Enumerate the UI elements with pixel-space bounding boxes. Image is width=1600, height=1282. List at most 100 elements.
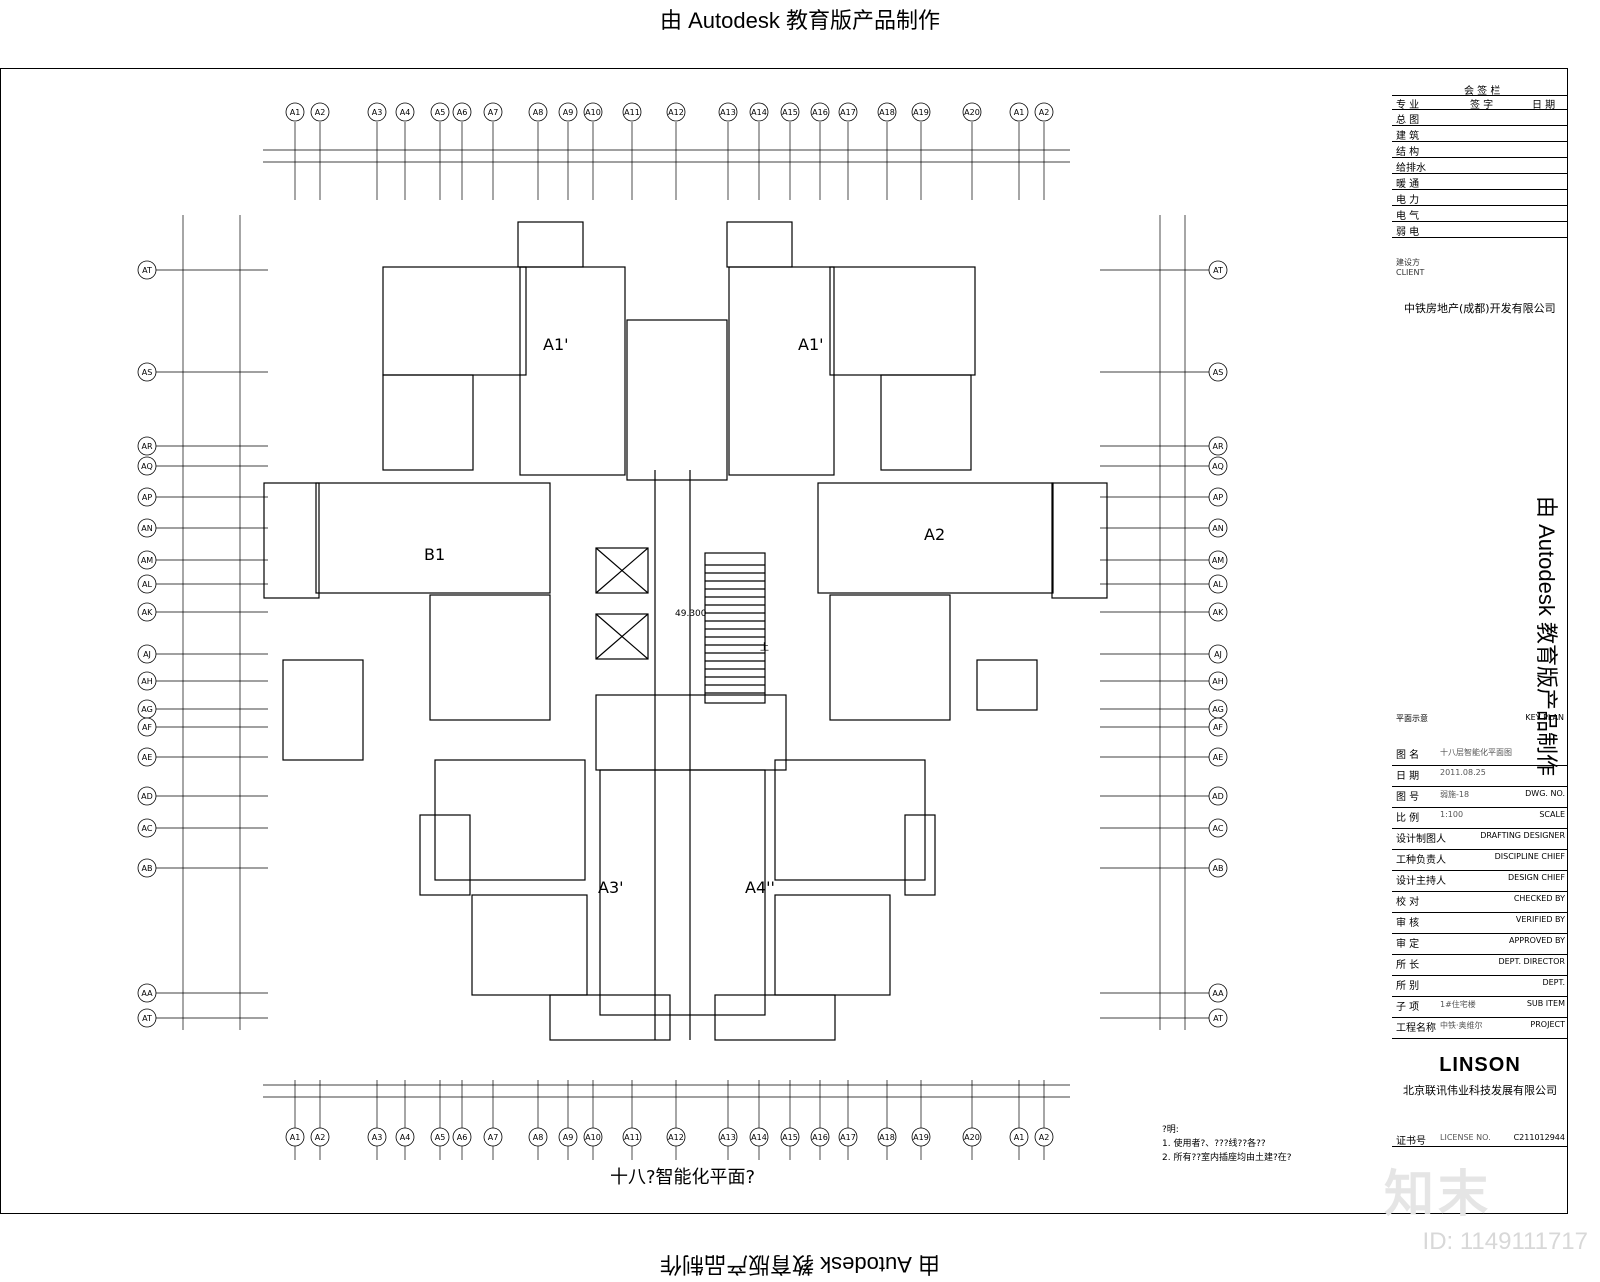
axis-bubble-label: A2	[315, 108, 326, 117]
axis-bubble-top	[452, 102, 472, 122]
axis-bubble-label: A5	[435, 1133, 446, 1142]
room-wall	[382, 266, 527, 376]
axis-bubble-label: A16	[812, 108, 828, 117]
elevator-wall	[595, 547, 649, 594]
axis-bubble-label: AT	[1213, 1014, 1223, 1023]
discipline-row: 电 气	[1392, 205, 1568, 222]
room-wall	[817, 482, 1054, 594]
axis-bubble-bottom	[780, 1127, 800, 1147]
axis-bubble-bottom	[395, 1127, 415, 1147]
axis-bubble-left	[137, 550, 157, 570]
axis-bubble-label: AN	[1212, 524, 1223, 533]
axis-bubble-right	[1208, 858, 1228, 878]
tb-header-row: 会 签 栏	[1392, 81, 1568, 97]
axis-bubble-label: AB	[142, 864, 153, 873]
discipline-row: 电 力	[1392, 189, 1568, 206]
axis-bubble-label: AT	[142, 1014, 152, 1023]
balcony-wall	[419, 814, 471, 896]
axis-bubble-right	[1208, 260, 1228, 280]
axis-bubble-left	[137, 818, 157, 838]
axis-bubble-label: AL	[1213, 580, 1223, 589]
axis-bubble-label: A13	[720, 108, 736, 117]
axis-bubble-top	[285, 102, 305, 122]
axis-bubble-label: AF	[142, 723, 152, 732]
axis-bubble-label: A1	[1014, 108, 1025, 117]
unit-label-a2: A2	[924, 525, 946, 544]
axis-bubble-right	[1208, 518, 1228, 538]
axis-bubble-label: A6	[457, 1133, 468, 1142]
axis-bubble-bottom	[877, 1127, 897, 1147]
axis-bubble-label: AP	[142, 493, 152, 502]
axis-bubble-label: A20	[964, 1133, 980, 1142]
unit-label-a1-left: A1'	[543, 335, 569, 354]
axis-bubble-right	[1208, 717, 1228, 737]
axis-bubble-right	[1208, 644, 1228, 664]
axis-bubble-label: AG	[1212, 705, 1224, 714]
axis-bubble-label: A1	[1014, 1133, 1025, 1142]
axis-bubble-right	[1208, 574, 1228, 594]
axis-bubble-bottom	[558, 1127, 578, 1147]
axis-bubble-top	[483, 102, 503, 122]
axis-bubble-label: AC	[1213, 824, 1224, 833]
axis-bubble-label: AB	[1213, 864, 1224, 873]
axis-bubble-left	[137, 858, 157, 878]
title-info-row: 图 名十八层智能化平面图	[1392, 744, 1568, 766]
axis-bubble-label: A17	[840, 1133, 856, 1142]
elevator-cross	[595, 547, 649, 594]
room-wall	[728, 266, 835, 476]
axis-bubble-label: AC	[142, 824, 153, 833]
axis-bubble-label: AR	[141, 442, 152, 451]
axis-bubble-top	[430, 102, 450, 122]
room-wall	[774, 894, 891, 996]
drawing-frame	[0, 68, 1568, 1214]
axis-bubble-right	[1208, 818, 1228, 838]
axis-bubble-label: AK	[1213, 608, 1224, 617]
axis-bubble-top	[877, 102, 897, 122]
axis-bubble-top	[395, 102, 415, 122]
room-wall	[434, 759, 586, 881]
axis-bubble-label: A11	[624, 1133, 640, 1142]
company-logo: LINSON	[1439, 1054, 1521, 1076]
room-wall	[880, 374, 972, 471]
axis-bubble-label: A3	[372, 108, 383, 117]
axis-bubble-label: AD	[141, 792, 153, 801]
axis-bubble-left	[137, 574, 157, 594]
balcony-wall	[263, 482, 320, 599]
axis-bubble-left	[137, 671, 157, 691]
axis-bubble-bottom	[528, 1127, 548, 1147]
axis-bubble-bottom	[962, 1127, 982, 1147]
axis-bubble-bottom	[430, 1127, 450, 1147]
room-wall	[382, 374, 474, 471]
axis-bubble-label: A2	[1039, 1133, 1050, 1142]
title-block: 会 签 栏 专 业 签 字 日 期 总 图建 筑结 构给排水暖 通电 力电 气弱…	[1392, 68, 1568, 1214]
axis-bubble-label: A1	[290, 108, 301, 117]
education-stamp-top: 由 Autodesk 教育版产品制作	[660, 8, 940, 33]
axis-bubble-left	[137, 747, 157, 767]
axis-bubble-bottom	[749, 1127, 769, 1147]
axis-bubble-label: AF	[1213, 723, 1223, 732]
axis-bubble-label: AJ	[143, 650, 151, 659]
axis-bubble-left	[137, 436, 157, 456]
axis-bubble-left	[137, 786, 157, 806]
elevator-cross	[595, 613, 649, 660]
axis-bubble-top	[838, 102, 858, 122]
axis-bubble-label: AH	[1212, 677, 1224, 686]
axis-bubble-right	[1208, 456, 1228, 476]
axis-bubble-right	[1208, 436, 1228, 456]
axis-bubble-label: AK	[142, 608, 153, 617]
brand-watermark: 知末	[1384, 1165, 1492, 1223]
axis-bubble-right	[1208, 602, 1228, 622]
axis-bubble-label: AS	[1213, 368, 1224, 377]
axis-bubble-label: AM	[141, 556, 153, 565]
axis-bubble-label: AR	[1212, 442, 1223, 451]
axis-bubble-top	[1034, 102, 1054, 122]
unit-label-a4: A4''	[745, 878, 775, 897]
axis-bubble-top	[310, 102, 330, 122]
balcony-wall	[714, 994, 836, 1041]
